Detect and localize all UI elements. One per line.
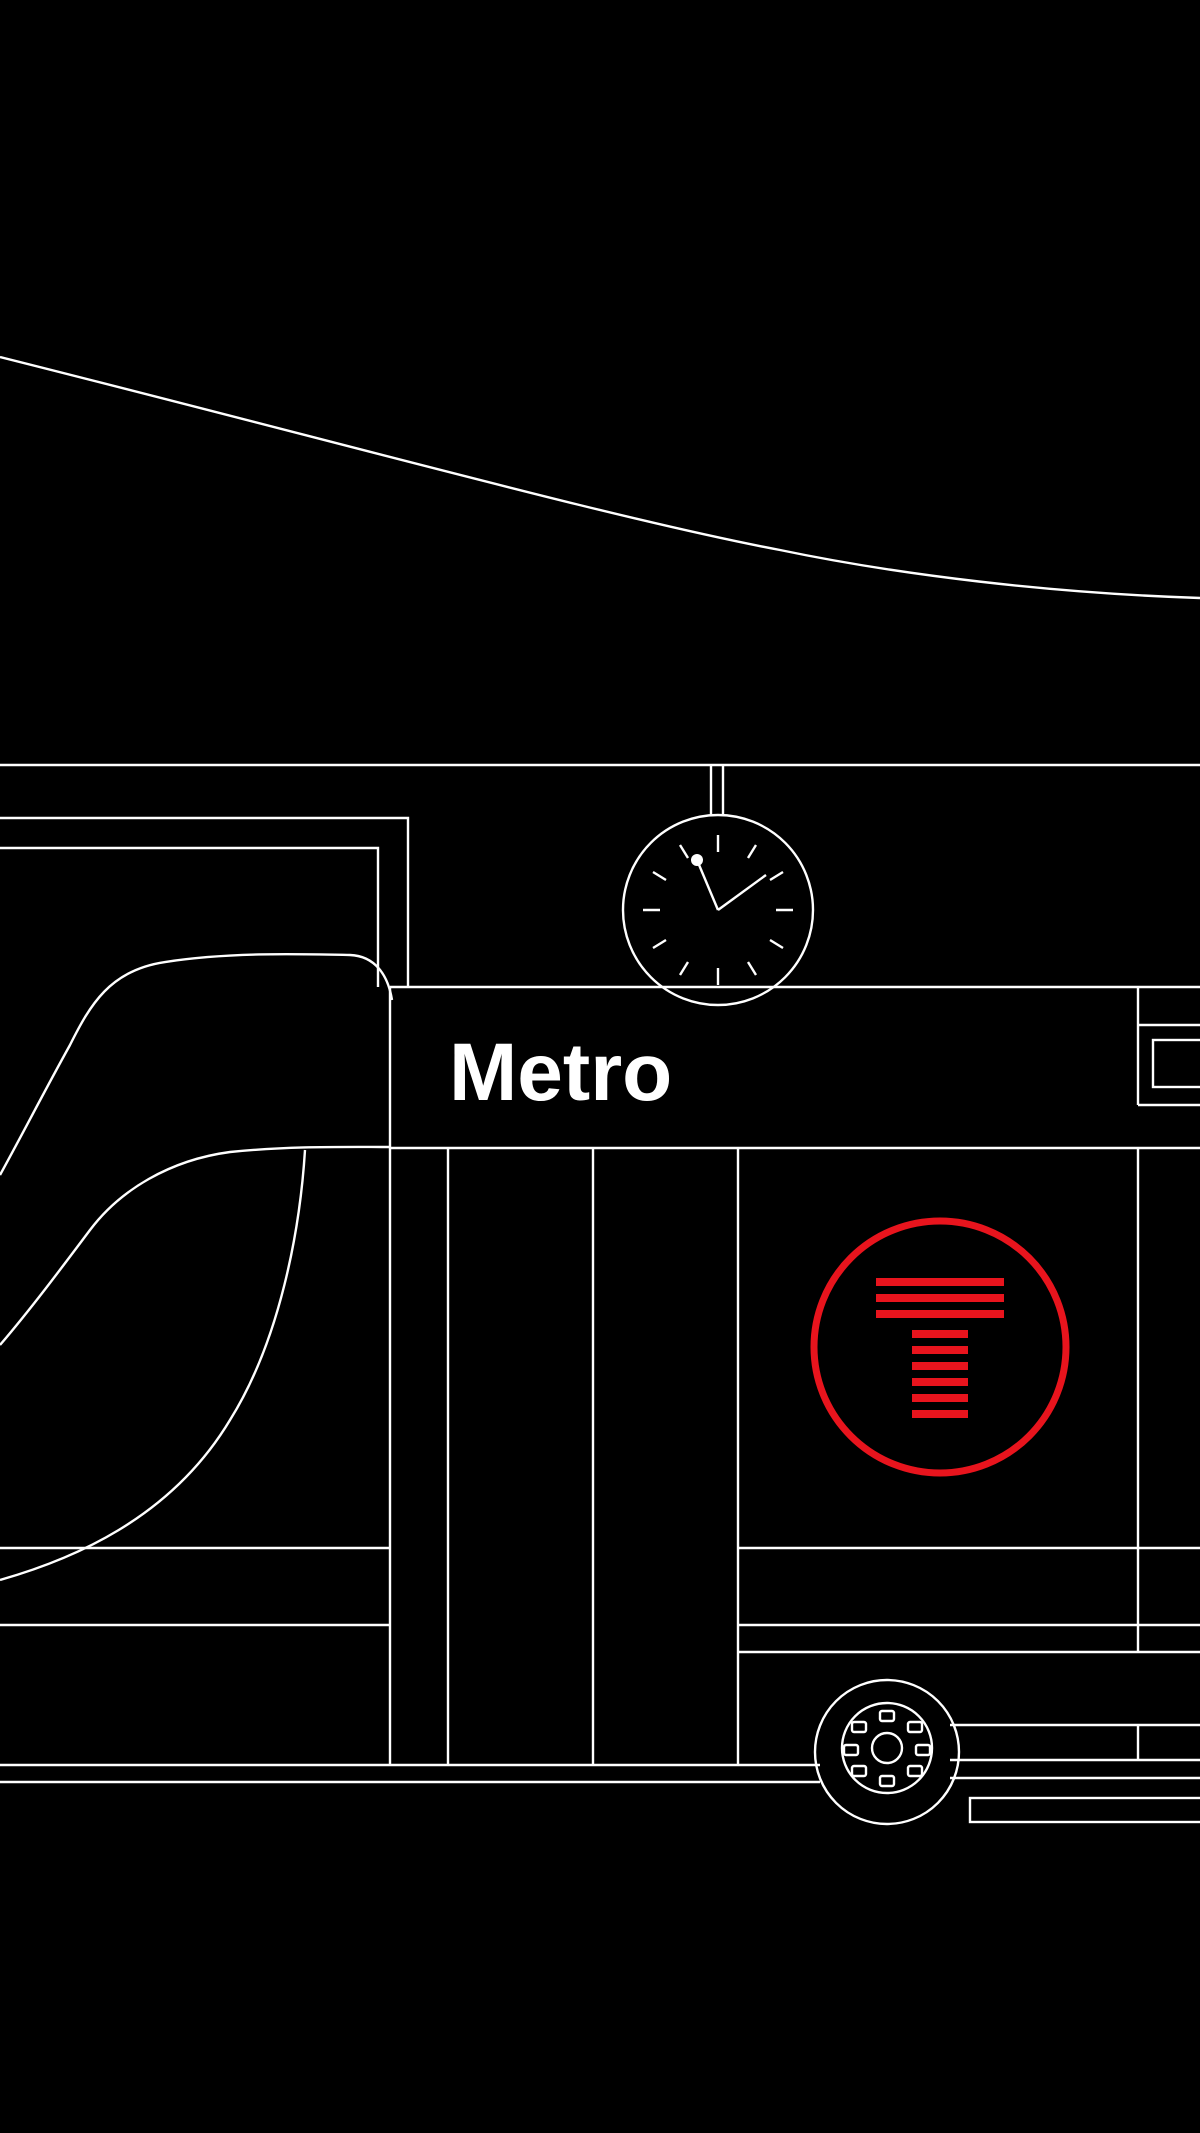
tram-doors	[446, 1148, 740, 1765]
tram-front-panels	[0, 1546, 390, 1627]
clock-hour-hand	[717, 874, 767, 911]
clock-ticks	[643, 835, 793, 985]
tram-floor	[0, 1758, 1200, 1824]
clock-minute-hand	[695, 859, 720, 911]
wheel-bolts	[842, 1709, 932, 1788]
tram-windshield	[0, 952, 394, 1582]
sign-text: Metro	[449, 1027, 672, 1118]
clock-hand-tip	[691, 854, 703, 866]
metro-t-logo	[810, 1217, 1070, 1477]
destination-sign	[388, 987, 1200, 1765]
station-clock	[621, 813, 815, 1007]
wall-frame	[0, 816, 410, 987]
clock-rod	[709, 765, 725, 815]
tram-wheel	[813, 1678, 961, 1826]
tram-side-panels	[738, 1148, 1200, 1760]
hill-curve	[0, 355, 1200, 600]
